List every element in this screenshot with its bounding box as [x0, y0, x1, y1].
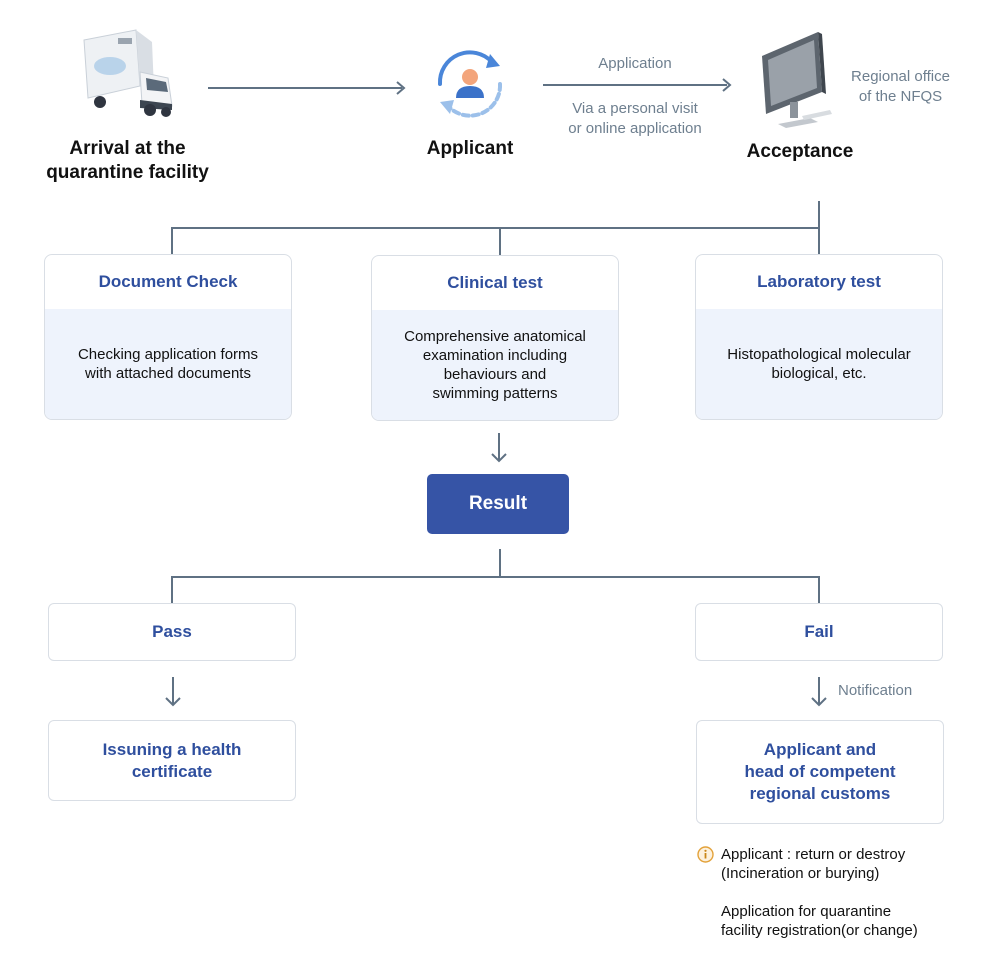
arrow-head: [396, 81, 406, 100]
fail-note-return-destroy: Applicant : return or destroy (Incinerat…: [721, 846, 906, 882]
issuing-certificate-box: Issuning a health certificate: [48, 720, 296, 801]
acceptance-label: Acceptance: [746, 141, 854, 162]
arrival-label: Arrival at the quarantine facility: [46, 138, 209, 183]
laboratory-test-card: Laboratory test Histopathological molecu…: [695, 254, 943, 420]
connector-outcome-horizontal: [171, 576, 820, 578]
applicant-label: Applicant: [426, 138, 514, 159]
notify-target-box: Applicant and head of competent regional…: [696, 720, 944, 824]
arrow-down-icon: [164, 676, 182, 713]
card-title: Clinical test: [447, 273, 543, 292]
arrow-down-icon: [490, 432, 508, 469]
arrow-down-icon: [810, 676, 828, 713]
pass-box: Pass: [48, 603, 296, 661]
info-icon: [697, 846, 714, 868]
arrow-applicant-acceptance: [543, 84, 727, 86]
arrow-arrival-applicant: [208, 87, 402, 89]
fail-box: Fail: [695, 603, 943, 661]
computer-icon: [756, 30, 836, 130]
document-check-card: Document Check Checking application form…: [44, 254, 292, 420]
card-title: Laboratory test: [757, 272, 881, 291]
application-method: Via a personal visit or online applicati…: [568, 100, 702, 137]
connector-clinical: [499, 227, 501, 255]
card-description: Checking application forms with attached…: [45, 309, 291, 419]
regional-office-label: Regional office of the NFQS: [851, 68, 950, 105]
card-title: Document Check: [98, 272, 238, 291]
clinical-test-card: Clinical test Comprehensive anatomical e…: [371, 255, 619, 421]
card-description: Comprehensive anatomical examination inc…: [372, 310, 618, 420]
application-label: Application: [598, 55, 672, 72]
connector-pass: [171, 576, 173, 604]
truck-icon: [80, 28, 176, 120]
connector-doc: [171, 227, 173, 255]
arrow-head: [722, 78, 732, 97]
fail-note-registration: Application for quarantine facility regi…: [721, 903, 918, 939]
connector-result: [499, 549, 501, 578]
connector-tests-horizontal: [171, 227, 820, 229]
connector-fail: [818, 576, 820, 604]
applicant-icon: [430, 44, 510, 124]
card-description: Histopathological molecular biological, …: [696, 309, 942, 419]
result-box: Result: [427, 474, 569, 534]
notification-label: Notification: [838, 682, 913, 699]
